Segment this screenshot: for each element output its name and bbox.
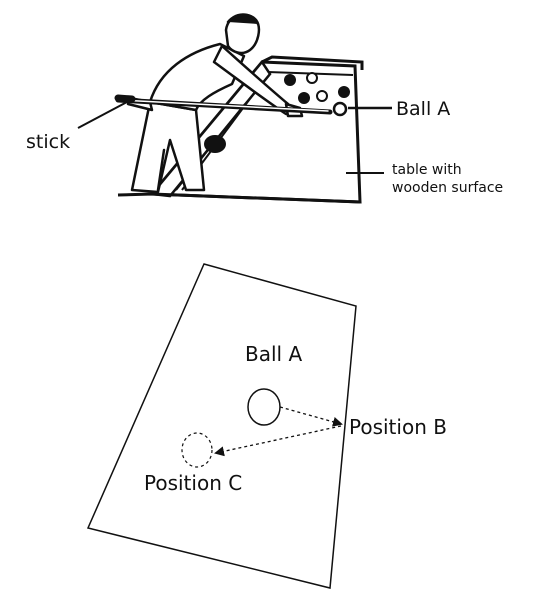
ball-a — [247, 388, 281, 426]
table-label-line1: table with — [392, 162, 462, 178]
cue-stick — [114, 94, 333, 115]
ball — [298, 92, 310, 104]
ball-a-label: Ball A — [245, 342, 302, 366]
stick-leader-line — [77, 101, 128, 129]
ball — [284, 74, 296, 86]
billiards-illustration: stick Ball A table with wooden surface — [26, 13, 503, 204]
ball-a-illustration-label: Ball A — [396, 98, 450, 120]
path-a-to-b-arrow — [279, 406, 343, 427]
motion-diagram: Ball A Position B Position C — [86, 263, 447, 589]
table-label-line2: wooden surface — [392, 180, 503, 196]
stick-label: stick — [26, 131, 70, 153]
table-balls — [204, 72, 350, 153]
pocket — [204, 135, 226, 153]
position-c-ball — [181, 432, 213, 468]
player-figure — [126, 13, 304, 194]
ball-a-illustration — [332, 101, 348, 117]
position-c-label: Position C — [144, 471, 242, 495]
position-b-label: Position B — [349, 415, 447, 439]
ball — [306, 72, 318, 84]
ball — [338, 86, 350, 98]
table-outline — [86, 263, 357, 589]
ball — [316, 90, 328, 102]
